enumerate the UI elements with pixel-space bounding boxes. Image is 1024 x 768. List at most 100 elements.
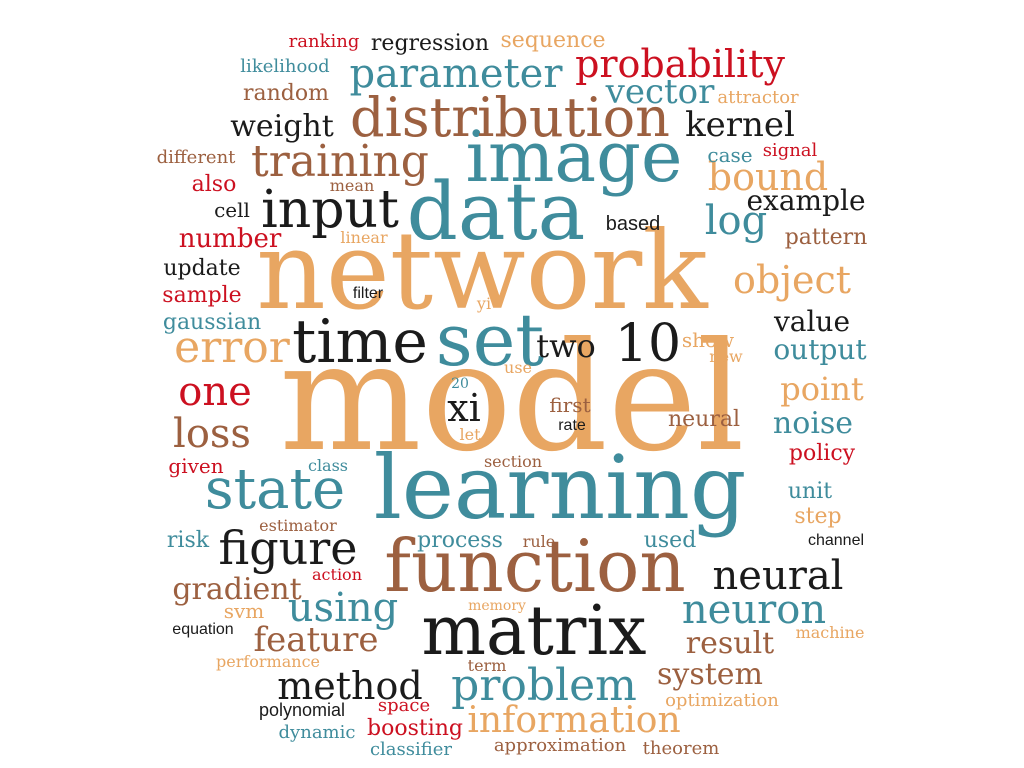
word: let: [459, 425, 481, 444]
word: probability: [575, 42, 785, 86]
word: training: [251, 136, 429, 187]
word: log: [704, 198, 768, 244]
word: using: [287, 585, 399, 631]
word: noise: [772, 406, 854, 441]
word: classifier: [369, 739, 453, 760]
word: optimization: [665, 690, 779, 711]
word: information: [467, 700, 681, 741]
word: input: [261, 180, 399, 240]
word: function: [384, 524, 686, 608]
word: one: [178, 369, 252, 415]
word: pattern: [784, 225, 868, 250]
word: svm: [223, 599, 265, 623]
word: based: [605, 213, 661, 235]
word: gradient: [172, 572, 302, 607]
word: polynomial: [258, 700, 346, 720]
word: process: [417, 528, 503, 553]
word: number: [178, 224, 282, 254]
word: machine: [795, 623, 865, 642]
word: dynamic: [278, 722, 356, 743]
word: object: [732, 258, 852, 302]
word: unit: [787, 479, 833, 504]
word: case: [707, 143, 753, 167]
word: data: [406, 165, 586, 258]
word: network: [256, 209, 708, 334]
word: policy: [788, 441, 856, 466]
word: linear: [340, 228, 388, 247]
word: performance: [215, 652, 321, 671]
word: learning: [373, 436, 747, 539]
word: equation: [172, 621, 234, 638]
word: update: [163, 256, 241, 281]
word: kernel: [685, 105, 795, 145]
word: attractor: [717, 87, 799, 108]
word: sequence: [500, 28, 606, 53]
word: class: [307, 456, 349, 475]
word: regression: [370, 31, 490, 56]
word: cell: [214, 198, 250, 222]
word: approximation: [493, 735, 627, 756]
word: step: [794, 504, 842, 529]
word: state: [204, 457, 346, 522]
word: risk: [166, 528, 210, 553]
word: 20: [451, 376, 469, 392]
word: set: [435, 298, 545, 382]
word: yi: [476, 294, 492, 313]
word: example: [746, 184, 866, 217]
word: error: [174, 322, 290, 373]
word: ranking: [288, 31, 360, 52]
word: boosting: [367, 716, 463, 741]
word: output: [773, 333, 867, 366]
word: channel: [807, 532, 865, 549]
word: feature: [253, 620, 379, 660]
word: used: [643, 528, 697, 553]
word: value: [773, 305, 851, 338]
word: estimator: [259, 516, 337, 535]
word: show: [681, 328, 735, 352]
word: two: [536, 327, 596, 365]
word: result: [685, 626, 775, 661]
word: method: [277, 664, 423, 708]
word: filter: [352, 285, 384, 302]
word: parameter: [349, 51, 563, 97]
word: vector: [605, 72, 715, 112]
word: mean: [329, 176, 375, 195]
word: system: [657, 657, 763, 692]
word: figure: [218, 521, 358, 575]
word: neural: [712, 553, 844, 599]
word: bound: [707, 155, 829, 199]
word: given: [168, 454, 224, 478]
word: weight: [230, 109, 334, 144]
word: problem: [451, 660, 637, 711]
word: neuron: [681, 587, 827, 633]
word: xi: [447, 386, 481, 430]
word: matrix: [421, 592, 647, 671]
word: random: [243, 81, 329, 106]
word: theorem: [642, 738, 720, 759]
word: new: [709, 347, 743, 366]
word: gaussian: [162, 310, 262, 335]
word: sample: [162, 283, 242, 308]
word: space: [377, 695, 431, 716]
word: likelihood: [240, 56, 330, 77]
word: section: [483, 452, 543, 471]
word: neural: [667, 407, 741, 432]
word: image: [465, 116, 683, 198]
word: distribution: [350, 86, 670, 149]
word: point: [780, 370, 864, 408]
word: time: [292, 307, 428, 377]
word: term: [467, 656, 507, 675]
word: first: [549, 393, 591, 417]
word: rate: [558, 417, 586, 434]
word: action: [312, 565, 362, 584]
word: loss: [173, 411, 251, 457]
word: rule: [522, 532, 556, 551]
word: different: [156, 147, 236, 168]
word: model: [279, 311, 745, 485]
word: 10: [614, 314, 682, 374]
word: memory: [468, 598, 526, 614]
word: also: [191, 172, 237, 197]
word: use: [504, 358, 532, 377]
word: signal: [762, 140, 818, 161]
